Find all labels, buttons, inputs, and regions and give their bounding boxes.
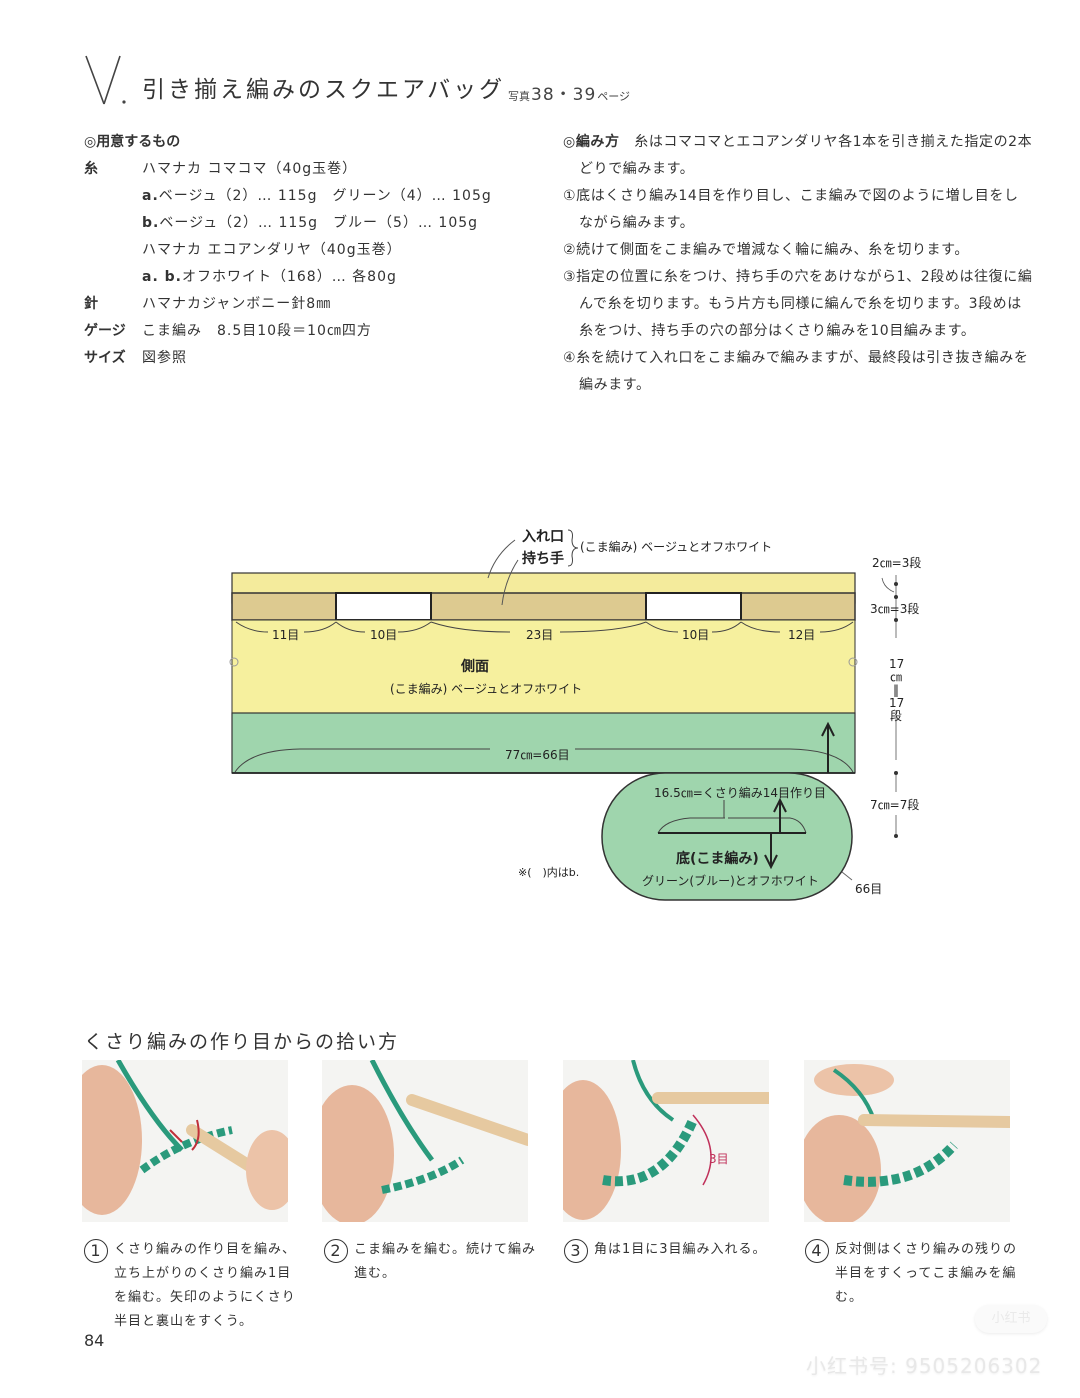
needle-label: 針 xyxy=(84,296,98,312)
side-note: (こま編み) ベージュとオフホワイト xyxy=(390,682,583,696)
measure-top: 2㎝=3段 xyxy=(872,556,922,570)
yarn-line: a.ベージュ（2）… 115g グリーン（4）… 105g xyxy=(142,188,492,204)
yarn-row: 糸 ハマナカ コマコマ（40g玉巻） xyxy=(84,156,492,183)
step-photo-2 xyxy=(322,1060,528,1222)
footnote: ※( )内はb. xyxy=(518,866,580,879)
tutorial-step-1: 1 くさり編みの作り目を編み、立ち上がりのくさり編み1目を編む。矢印のようにくさ… xyxy=(84,1238,304,1334)
stitch-count-3: 23目 xyxy=(526,628,554,642)
stitch-count-2: 10目 xyxy=(370,628,398,642)
stitch-count-4: 10目 xyxy=(682,628,710,642)
step-number: 3 xyxy=(564,1239,588,1263)
circumference-label: 77㎝=66目 xyxy=(505,748,570,762)
step-number: 2 xyxy=(324,1239,348,1263)
stitch-count-1: 11目 xyxy=(272,628,300,642)
yarn-line: a. b.オフホワイト（168）… 各80g xyxy=(142,269,397,285)
yarn-line: b.ベージュ（2）… 115g ブルー（5）… 105g xyxy=(142,215,479,231)
method-intro: ◎編み方 糸はコマコマとエコアンダリヤ各1本を引き揃えた指定の2本どりで編みます… xyxy=(563,134,1033,177)
method-section: ◎編み方 糸はコマコマとエコアンダリヤ各1本を引き揃えた指定の2本どりで編みます… xyxy=(563,129,1033,399)
step-photo-1 xyxy=(82,1060,288,1222)
step-text: 反対側はくさり編みの残りの半目をすくってこま編みを編む。 xyxy=(835,1242,1018,1305)
method-step: ④糸を続けて入れ口をこま編みで編みますが、最終段は引き抜き編みを編みます。 xyxy=(563,350,1029,393)
method-step: ①底はくさり編み14目を作り目し、こま編みで図のように増し目をしながら編みます。 xyxy=(563,188,1019,231)
tutorial-step-2: 2 こま編みを編む。続けて編み進む。 xyxy=(324,1238,544,1286)
needle-row: 針 ハマナカジャンボニー針8㎜ xyxy=(84,291,492,318)
step-photo-4 xyxy=(804,1060,1010,1222)
chapter-letter-v xyxy=(85,55,126,105)
bag-diagram: 入れ口 持ち手 (こま編み) ベージュとオフホワイト 11目 10目 23目 1… xyxy=(0,510,1080,910)
gauge-value: こま編み 8.5目10段＝10㎝四方 xyxy=(142,323,372,339)
size-row: サイズ 図参照 xyxy=(84,345,492,372)
gauge-label: ゲージ xyxy=(84,323,126,339)
tutorial-step-4: 4 反対側はくさり編みの残りの半目をすくってこま編みを編む。 xyxy=(805,1238,1025,1310)
size-value: 図参照 xyxy=(142,350,187,366)
needle-value: ハマナカジャンボニー針8㎜ xyxy=(142,296,332,312)
base-chain-label: 16.5㎝=くさり編み14目作り目 xyxy=(654,786,827,800)
tutorial-title: くさり編みの作り目からの拾い方 xyxy=(84,1031,400,1053)
materials-heading: ◎用意するもの xyxy=(84,134,181,150)
method-step: ③指定の位置に糸をつけ、持ち手の穴をあけながら1、2段めは往復に編んで糸を切りま… xyxy=(563,269,1033,339)
diagram-shapes xyxy=(229,529,898,901)
tutorial-step-3: 3 角は1目に3目編み入れる。 xyxy=(564,1238,784,1263)
size-label: サイズ xyxy=(84,350,126,366)
side-title: 側面 xyxy=(461,659,489,675)
yarn-line: ハマナカ コマコマ（40g玉巻） xyxy=(142,161,358,177)
step-number: 1 xyxy=(84,1239,108,1263)
measure-base: 7㎝=7段 xyxy=(870,798,920,812)
step-text: くさり編みの作り目を編み、立ち上がりのくさり編み1目を編む。矢印のようにくさり半… xyxy=(114,1242,297,1329)
label-callout-note: (こま編み) ベージュとオフホワイト xyxy=(580,540,773,554)
step-number: 4 xyxy=(805,1239,829,1263)
base-colors: グリーン(ブルー)とオフホワイト xyxy=(642,874,819,888)
gauge-row: ゲージ こま編み 8.5目10段＝10㎝四方 xyxy=(84,318,492,345)
measure-side: 17 ㎝ ‖ 17 段 xyxy=(889,657,905,723)
step-text: こま編みを編む。続けて編み進む。 xyxy=(354,1242,537,1281)
step-photo-3: 3目 xyxy=(563,1060,769,1222)
page-title: 引き揃え編みのスクエアバッグ xyxy=(142,77,506,103)
label-opening: 入れ口 xyxy=(522,529,564,545)
page-number: 84 xyxy=(84,1331,105,1350)
label-handle: 持ち手 xyxy=(522,551,564,567)
step-text: 角は1目に3目編み入れる。 xyxy=(594,1242,767,1257)
base-title: 底(こま編み) xyxy=(676,851,759,867)
photo-page-reference: 写真38・39ページ xyxy=(508,85,631,105)
materials-section: ◎用意するもの 糸 ハマナカ コマコマ（40g玉巻） a.ベージュ（2）… 11… xyxy=(84,129,492,372)
measure-handle: 3㎝=3段 xyxy=(870,602,920,616)
svg-text:3目: 3目 xyxy=(709,1152,729,1166)
watermark-badge: 小红书 xyxy=(975,1305,1047,1333)
base-stitch-count: 66目 xyxy=(855,882,883,896)
watermark-id: 小红书号: 9505206302 xyxy=(806,1354,1043,1378)
method-step: ②続けて側面をこま編みで増減なく輪に編み、糸を切ります。 xyxy=(563,242,969,258)
yarn-label: 糸 xyxy=(84,161,98,177)
stitch-count-5: 12目 xyxy=(788,628,816,642)
yarn-line: ハマナカ エコアンダリヤ（40g玉巻） xyxy=(142,242,402,258)
